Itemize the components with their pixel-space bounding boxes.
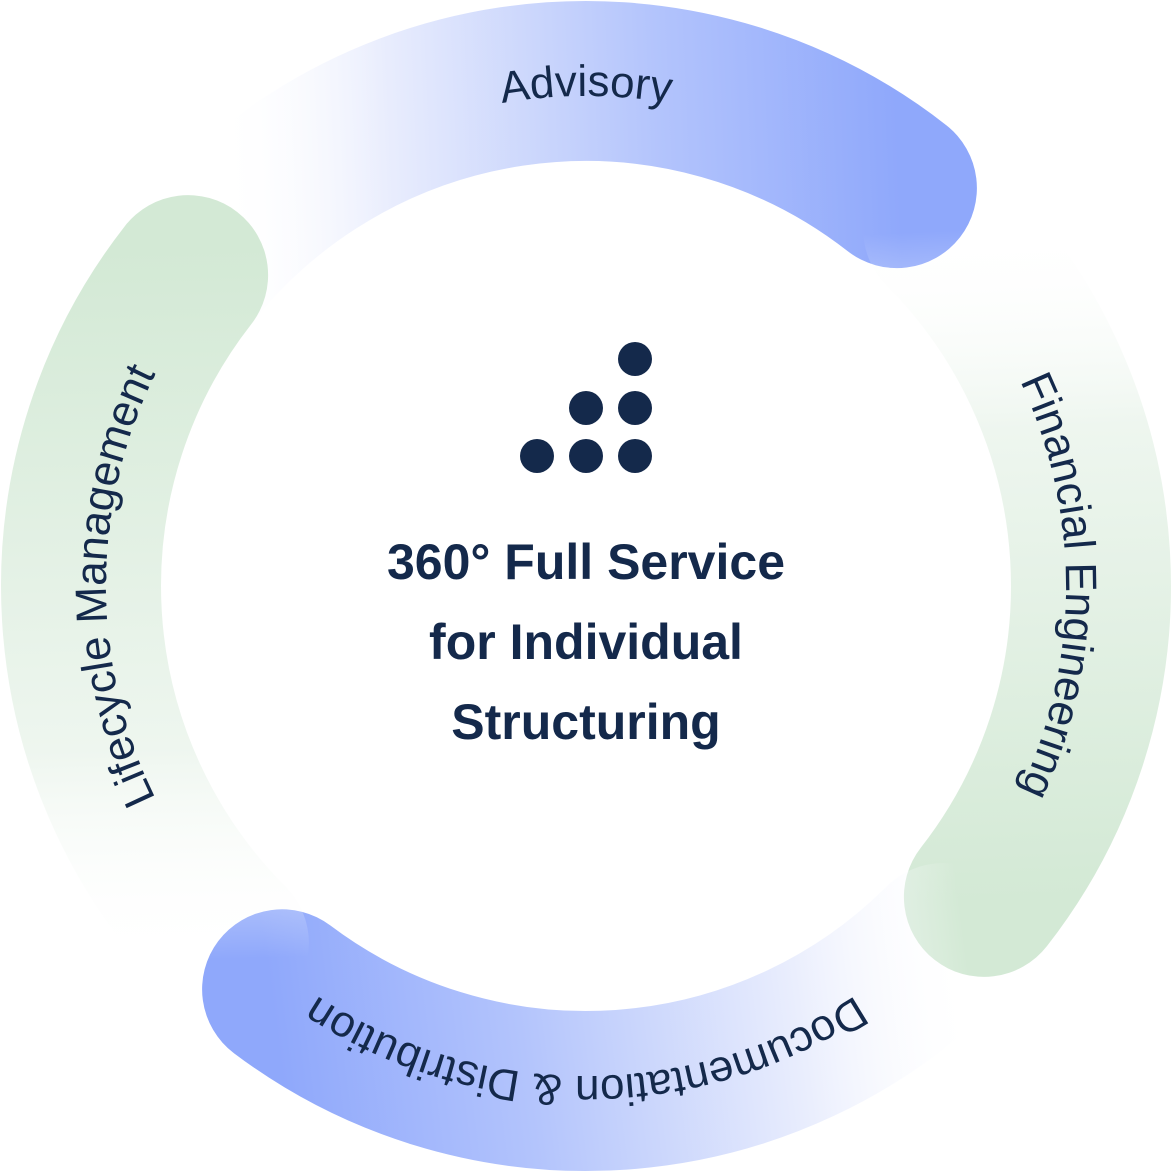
segment-arc-advisory <box>92 1 977 377</box>
segment-arc-lifecycle-management <box>1 195 309 1024</box>
dot-triangle-logo-icon <box>520 342 654 474</box>
center-title: 360° Full Service for Individual Structu… <box>286 522 886 762</box>
logo-dot <box>618 391 652 425</box>
segment-arc-financial-engineering <box>863 148 1171 977</box>
center-title-line-3: Structuring <box>451 694 721 750</box>
center-title-line-1: 360° Full Service <box>387 534 785 590</box>
logo-dot <box>569 391 603 425</box>
logo-dot <box>569 439 603 473</box>
center-title-line-2: for Individual <box>429 614 743 670</box>
logo-dot <box>618 342 652 376</box>
logo-dot <box>520 439 554 473</box>
segment-label-advisory: Advisory <box>496 57 675 113</box>
segment-arc-documentation-distribution <box>202 863 1024 1171</box>
logo-dot <box>618 439 652 473</box>
